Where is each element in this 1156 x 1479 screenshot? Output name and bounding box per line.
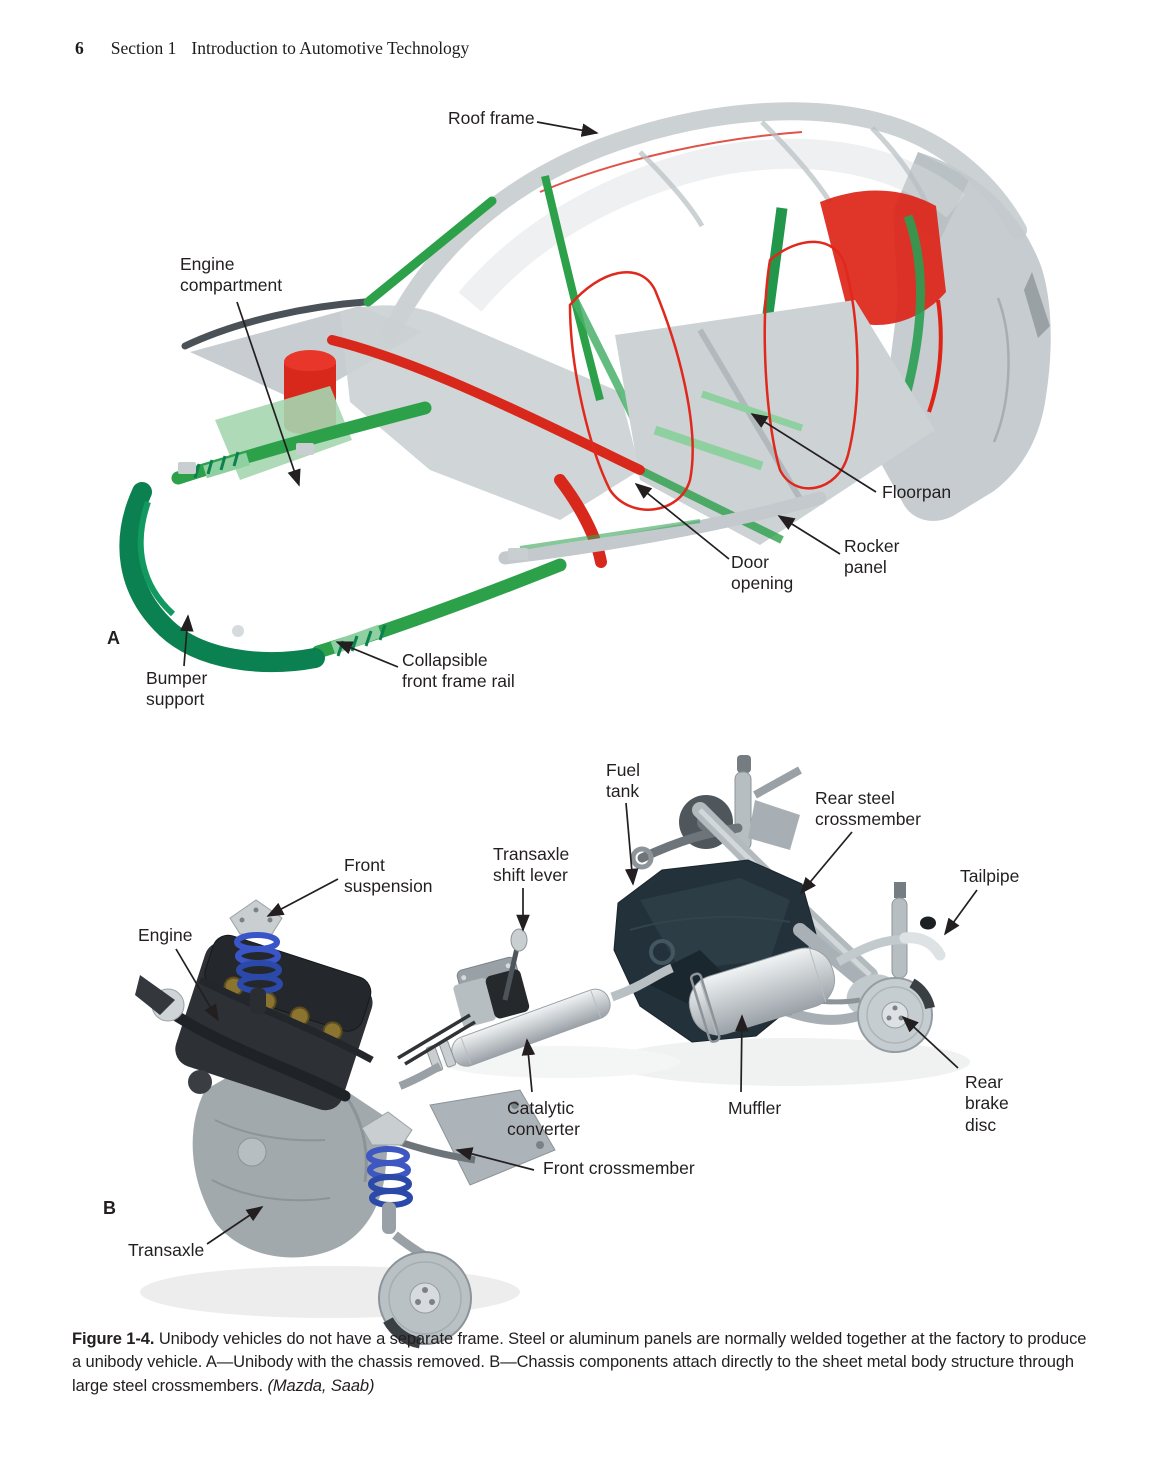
figure-caption-number: Figure 1-4. bbox=[72, 1330, 155, 1348]
arrow-fuel-tank bbox=[624, 802, 639, 886]
front-brake-disc-art bbox=[378, 1251, 472, 1349]
label-bumper-support: Bumper support bbox=[146, 668, 208, 710]
arrow-front-suspension bbox=[266, 878, 339, 917]
arrow-transaxle bbox=[206, 1206, 264, 1245]
arrow-catalytic-converter bbox=[521, 1038, 536, 1093]
arrow-rear-steel-crossmember bbox=[799, 831, 853, 895]
arrow-collapsible-front-frame-rail bbox=[335, 641, 399, 668]
front-suspension-art bbox=[229, 899, 283, 1014]
cowl-art bbox=[340, 305, 640, 520]
label-collapsible-front-frame-rail: Collapsible front frame rail bbox=[402, 650, 515, 692]
label-rear-brake-disc: Rear brake disc bbox=[965, 1072, 1009, 1135]
front-strut2-art bbox=[361, 1111, 460, 1276]
transaxle-art bbox=[192, 1070, 390, 1258]
page-number: 6 bbox=[75, 38, 84, 58]
arrow-engine bbox=[175, 948, 219, 1022]
arrow-rear-brake-disc bbox=[901, 1015, 959, 1069]
arrow-front-crossmember bbox=[455, 1147, 535, 1171]
label-transaxle-shift-lever: Transaxle shift lever bbox=[493, 844, 570, 886]
section-label: Section 1 bbox=[110, 38, 177, 58]
label-front-suspension: Front suspension bbox=[344, 855, 433, 897]
front-door-opening-art bbox=[568, 271, 694, 511]
muffler-art bbox=[688, 946, 835, 1043]
label-door-opening: Door opening bbox=[731, 552, 794, 594]
engine-art bbox=[135, 934, 476, 1258]
roof-frame-art bbox=[381, 102, 1027, 344]
arrow-engine-compartment bbox=[236, 301, 301, 487]
arrow-door-opening bbox=[634, 482, 730, 560]
label-catalytic-converter: Catalytic converter bbox=[507, 1098, 580, 1140]
panel-a-letter: A bbox=[107, 628, 120, 648]
label-fuel-tank: Fuel tank bbox=[606, 760, 641, 802]
arrow-rocker-panel bbox=[777, 515, 841, 555]
panel-a-arrows bbox=[180, 121, 877, 668]
figure-caption-credit: (Mazda, Saab) bbox=[267, 1376, 375, 1395]
label-transaxle: Transaxle bbox=[128, 1240, 205, 1260]
rear-brake-disc-art bbox=[857, 977, 935, 1053]
label-roof-frame: Roof frame bbox=[448, 108, 535, 128]
arrow-bumper-support bbox=[180, 614, 194, 667]
panel-b-letter: B bbox=[103, 1198, 116, 1218]
exhaust-art bbox=[398, 916, 946, 1090]
panel-b-arrows bbox=[175, 802, 978, 1245]
figure-caption-body: Unibody vehicles do not have a separate … bbox=[72, 1330, 1087, 1395]
label-engine-compartment: Engine compartment bbox=[180, 254, 283, 296]
label-front-crossmember: Front crossmember bbox=[543, 1158, 695, 1178]
rear-door-opening-art bbox=[763, 240, 859, 490]
section-title: Introduction to Automotive Technology bbox=[191, 38, 470, 58]
arrow-roof-frame bbox=[536, 121, 599, 137]
label-muffler: Muffler bbox=[728, 1098, 782, 1118]
transaxle-shift-lever-art bbox=[397, 928, 530, 1066]
tailpipe-art bbox=[899, 932, 946, 961]
a-pillar-art bbox=[363, 196, 497, 307]
label-engine: Engine bbox=[138, 925, 193, 945]
unibody-art bbox=[119, 102, 1051, 672]
label-floorpan: Floorpan bbox=[882, 482, 952, 502]
label-rear-steel-crossmember: Rear steel crossmember bbox=[815, 788, 921, 830]
arrow-floorpan bbox=[750, 413, 877, 493]
label-rocker-panel: Rocker panel bbox=[844, 536, 900, 578]
page-header: 6 Section 1 Introduction to Automotive Tec… bbox=[75, 38, 469, 59]
rocker-panel-art bbox=[498, 491, 827, 565]
chassis-art bbox=[135, 755, 978, 1349]
figure-caption: Figure 1-4. Unibody vehicles do not have… bbox=[72, 1328, 1088, 1398]
arrow-muffler bbox=[734, 1014, 749, 1093]
arrow-tailpipe bbox=[944, 889, 978, 936]
label-tailpipe: Tailpipe bbox=[960, 866, 1020, 886]
bumper-support-art bbox=[119, 482, 325, 672]
